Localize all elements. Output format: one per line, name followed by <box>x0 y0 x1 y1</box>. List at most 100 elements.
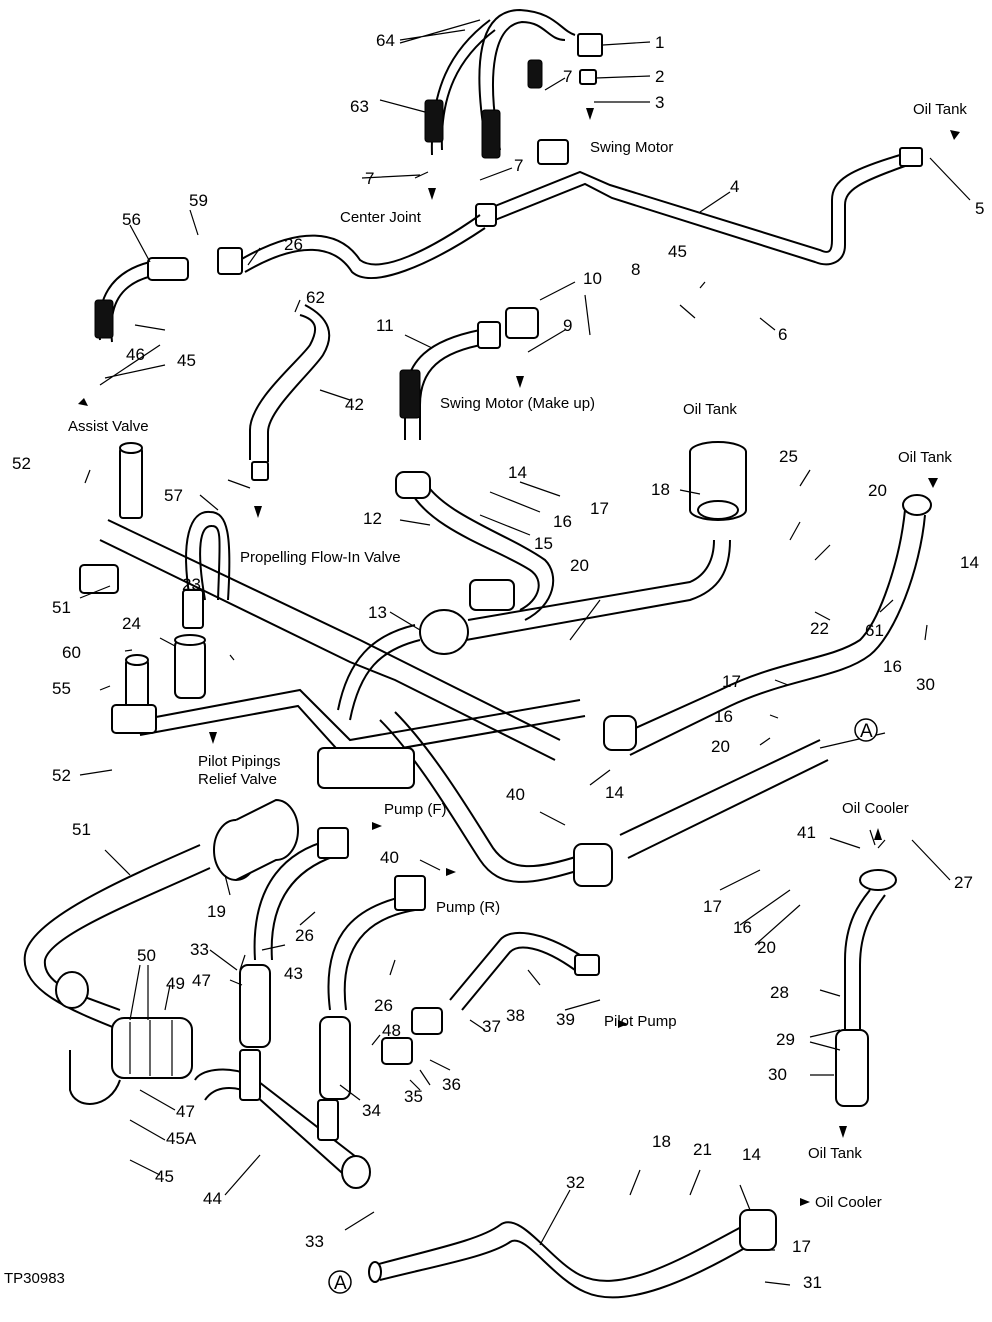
callout: 56 <box>122 210 141 229</box>
label-swing-motor-makeup: Swing Motor (Make up) <box>440 395 595 412</box>
callout: 29 <box>776 1030 795 1049</box>
callout: 28 <box>770 983 789 1002</box>
figure-id: TP30983 <box>4 1270 65 1287</box>
callout: 26 <box>295 926 314 945</box>
callout: 17 <box>722 672 741 691</box>
callout: 46 <box>126 345 145 364</box>
flow-arrows <box>78 108 960 1206</box>
ref-a-top: A <box>860 721 873 742</box>
callout: 20 <box>868 481 887 500</box>
callout: 8 <box>631 260 640 279</box>
callout: 4 <box>730 177 739 196</box>
callout: 34 <box>362 1101 381 1120</box>
callout: 36 <box>442 1075 461 1094</box>
label-pilot-pipings: Pilot Pipings <box>198 753 281 770</box>
callout: 16 <box>883 657 902 676</box>
callout: 16 <box>714 707 733 726</box>
callout: 26 <box>284 235 303 254</box>
label-oil-tank-filter: Oil Tank <box>683 401 737 418</box>
label-assist-valve: Assist Valve <box>68 418 149 435</box>
callout: 51 <box>52 598 71 617</box>
label-pump-f: Pump (F) <box>384 801 447 818</box>
callout: 35 <box>404 1087 423 1106</box>
callout: 41 <box>797 823 816 842</box>
callout: 50 <box>137 946 156 965</box>
callout: 16 <box>553 512 572 531</box>
callout: 12 <box>363 509 382 528</box>
callout: 7 <box>563 67 572 86</box>
callout: 5 <box>975 199 984 218</box>
callout: 30 <box>768 1065 787 1084</box>
callout: 60 <box>62 643 81 662</box>
callout: 33 <box>305 1232 324 1251</box>
callout: 40 <box>380 848 399 867</box>
callout: 9 <box>563 316 572 335</box>
callout: 37 <box>482 1017 501 1036</box>
callout: 10 <box>583 269 602 288</box>
callout: 22 <box>810 619 829 638</box>
callout: 33 <box>190 940 209 959</box>
callout: 18 <box>651 480 670 499</box>
callout: 45 <box>155 1167 174 1186</box>
label-oil-tank-right: Oil Tank <box>898 449 952 466</box>
label-swing-motor: Swing Motor <box>590 139 673 156</box>
callout: 17 <box>703 897 722 916</box>
callout: 40 <box>506 785 525 804</box>
callout: 63 <box>350 97 369 116</box>
callout: 47 <box>192 971 211 990</box>
callout: 39 <box>556 1010 575 1029</box>
callout: 59 <box>189 191 208 210</box>
callout: 14 <box>605 783 624 802</box>
pipe-drawing <box>23 8 932 1299</box>
label-center-joint: Center Joint <box>340 209 422 226</box>
label-oil-cooler-bottom: Oil Cooler <box>815 1194 882 1211</box>
callout: 57 <box>164 486 183 505</box>
callout: 62 <box>306 288 325 307</box>
callout: 20 <box>711 737 730 756</box>
callout: 16 <box>733 918 752 937</box>
callout: 44 <box>203 1189 222 1208</box>
location-labels: Swing Motor Oil Tank Center Joint Swing … <box>4 101 967 1287</box>
callout: 42 <box>345 395 364 414</box>
callout: 51 <box>72 820 91 839</box>
callout: 14 <box>960 553 979 572</box>
callout: 52 <box>52 766 71 785</box>
callout: 17 <box>792 1237 811 1256</box>
callout: 45 <box>668 242 687 261</box>
callout: 25 <box>779 447 798 466</box>
callout: 13 <box>368 603 387 622</box>
callout: 30 <box>916 675 935 694</box>
callout: 11 <box>376 316 394 335</box>
callout: 43 <box>284 964 303 983</box>
leader-lines <box>79 19 971 1286</box>
label-oil-cooler-top: Oil Cooler <box>842 800 909 817</box>
callout: 55 <box>52 679 71 698</box>
callout: 26 <box>374 996 393 1015</box>
label-oil-tank-bottom: Oil Tank <box>808 1145 862 1162</box>
label-propelling-flow-in-valve: Propelling Flow-In Valve <box>240 549 401 566</box>
callout: 3 <box>655 93 664 112</box>
callout: 64 <box>376 31 395 50</box>
callout: 23 <box>182 575 201 594</box>
callout: 7 <box>365 169 374 188</box>
callout: 1 <box>655 33 664 52</box>
callout: 24 <box>122 614 141 633</box>
callout: 2 <box>655 67 664 86</box>
callout: 14 <box>742 1145 761 1164</box>
callout: 38 <box>506 1006 525 1025</box>
callout: 17 <box>590 499 609 518</box>
callout: 45A <box>166 1129 197 1148</box>
callout: 20 <box>570 556 589 575</box>
label-relief-valve: Relief Valve <box>198 771 277 788</box>
callout: 19 <box>207 902 226 921</box>
callout: 32 <box>566 1173 585 1192</box>
callout: 6 <box>778 325 787 344</box>
ref-a-bottom: A <box>334 1273 347 1294</box>
callout: 49 <box>166 974 185 993</box>
reference-markers: A A <box>328 718 878 1294</box>
callout: 7 <box>514 156 523 175</box>
callout: 48 <box>382 1021 401 1040</box>
label-pilot-pump: Pilot Pump <box>604 1013 677 1030</box>
callout: 31 <box>803 1273 822 1292</box>
